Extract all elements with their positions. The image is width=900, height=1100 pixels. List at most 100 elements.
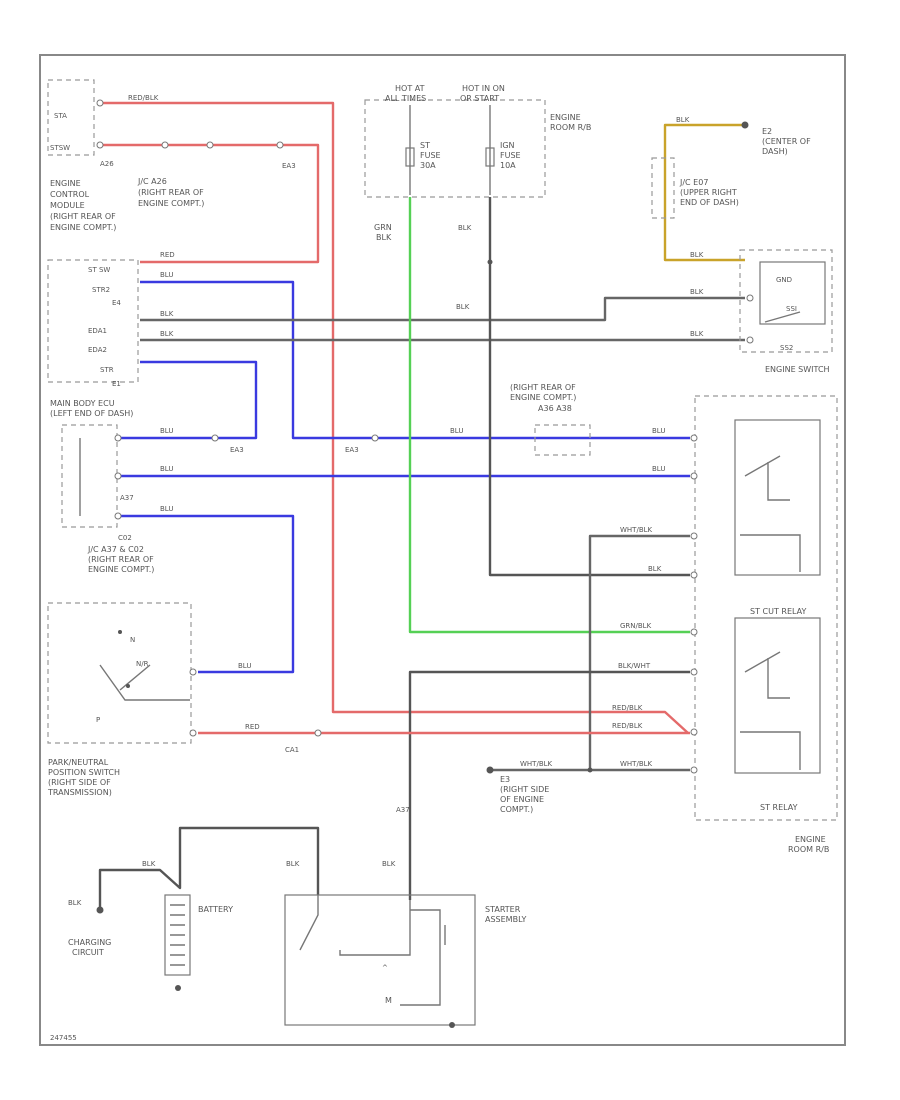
wire-label-blk: BLK	[68, 899, 82, 907]
terminal	[746, 294, 754, 302]
charging-circuit-point	[96, 906, 104, 914]
wire-label-blu: BLU	[652, 465, 665, 473]
pn-p: P	[96, 716, 100, 724]
ecm-pin-eda2: EDA2	[88, 346, 107, 354]
terminal	[690, 628, 698, 636]
starter-internal	[299, 895, 446, 1006]
ground-e2-point	[741, 121, 749, 129]
wire-blu-str	[120, 360, 258, 440]
ecm-pin-stsw: STSW	[50, 144, 70, 152]
terminal	[690, 434, 698, 442]
splice-box	[534, 424, 591, 456]
ecm-pin-str: STR	[100, 366, 114, 374]
ecm-pin-e1: E1	[112, 380, 121, 388]
wire-label-blk: BLK	[160, 330, 174, 338]
switch-point	[118, 630, 122, 634]
terminal	[211, 434, 219, 442]
wire-blk-eda1	[140, 296, 745, 322]
st-relay-label: ST RELAY	[760, 803, 798, 812]
ecm-pin-sta: STA	[54, 112, 67, 120]
conn-ea3-top: EA3	[282, 162, 296, 170]
conn-ca1: CA1	[285, 746, 299, 754]
switch-point	[126, 684, 130, 688]
starter-box	[284, 894, 476, 1026]
fuse-box	[364, 99, 546, 198]
park-switch-contact	[99, 664, 190, 701]
wire-label-red: RED	[160, 251, 175, 259]
switch-contact	[764, 311, 801, 323]
wire-yel-top	[663, 123, 745, 262]
diagram-frame	[39, 54, 846, 1046]
terminal	[314, 729, 322, 737]
jc-e07-symbol	[651, 157, 675, 219]
conn-c02: C02	[118, 534, 132, 542]
engine-switch-inner	[759, 261, 826, 325]
wire-label-blu: BLU	[450, 427, 463, 435]
wire-label-wht-blk: WHT/BLK	[520, 760, 553, 768]
terminal	[96, 99, 104, 107]
wire-label-blk: BLK	[458, 224, 472, 232]
terminal	[161, 141, 169, 149]
wire-label-blu: BLU	[652, 427, 665, 435]
ecm-box	[47, 79, 95, 156]
wire-label-blk: BLK	[160, 310, 174, 318]
battery-symbol	[164, 894, 191, 976]
wire-blk-wht	[408, 670, 690, 900]
splice-dot	[487, 259, 493, 265]
switch-ssi: SSI	[786, 305, 797, 313]
ecm-pin-eda1: EDA1	[88, 327, 107, 335]
splice-dot	[587, 767, 593, 773]
engine-switch-box	[739, 249, 833, 353]
st-relay-frame	[734, 617, 821, 774]
fuse-ign-symbol	[485, 147, 495, 167]
starter-arrow: ^	[382, 964, 388, 972]
terminal	[114, 472, 122, 480]
terminal	[690, 532, 698, 540]
wire-label-blk: BLK	[142, 860, 156, 868]
terminal	[371, 434, 379, 442]
wire-label-red-blk2: RED/BLK	[612, 704, 643, 712]
engine-switch-label: ENGINE SWITCH	[765, 365, 830, 374]
st-relay-switch	[744, 651, 790, 699]
st-cut-relay-frame	[734, 419, 821, 576]
wire-blk-ign	[488, 197, 690, 577]
wire-label-red: RED	[245, 723, 260, 731]
ecm-box-lower	[47, 259, 139, 383]
wire-blu-park	[120, 514, 295, 674]
wire-label-blu: BLU	[238, 662, 251, 670]
conn-a37: A37	[120, 494, 134, 502]
wire-label-blu: BLU	[160, 427, 173, 435]
st-cut-relay-coil	[740, 534, 801, 572]
main-body-ecu-label: MAIN BODY ECU(LEFT END OF DASH)	[50, 399, 133, 418]
switch-gnd: GND	[776, 276, 792, 284]
figure-code: 247455	[50, 1034, 77, 1042]
pn-nr: N/R	[136, 660, 149, 668]
terminal	[114, 512, 122, 520]
terminal	[206, 141, 214, 149]
terminal	[114, 434, 122, 442]
ecm-pin-str2: STR2	[92, 286, 110, 294]
terminal	[96, 141, 104, 149]
battery-cells	[170, 904, 185, 966]
st-relay-coil	[740, 731, 801, 770]
st-cut-relay-switch	[744, 455, 790, 501]
park-switch-box	[47, 602, 192, 744]
conn-a37-bottom: A37	[396, 806, 410, 814]
wire-label-blk: BLK	[690, 330, 704, 338]
terminal	[276, 141, 284, 149]
ecm-pin-stsw2: ST SW	[88, 266, 110, 274]
